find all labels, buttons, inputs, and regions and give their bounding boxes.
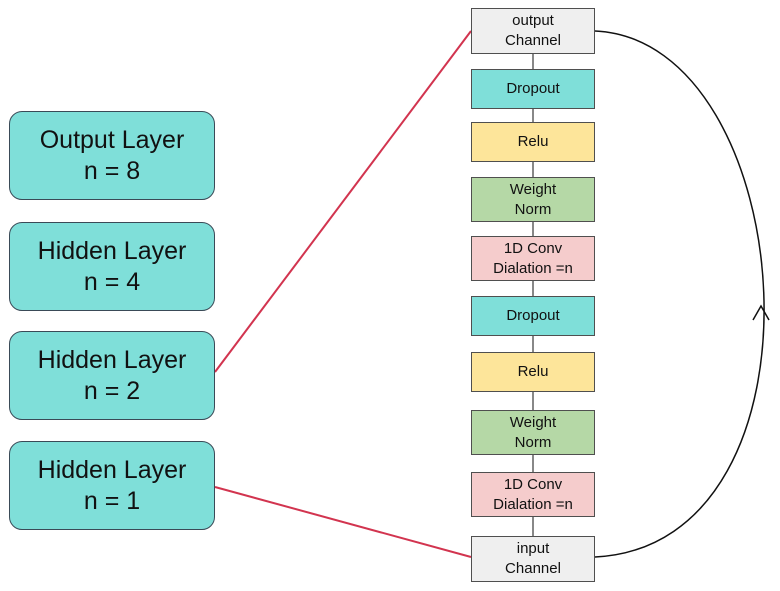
block-input-channel: input Channel — [471, 536, 595, 582]
block-label: Weight — [509, 180, 557, 198]
block-output-channel: output Channel — [471, 8, 595, 54]
layer-size: n = 2 — [83, 376, 141, 405]
block-label: Dropout — [506, 80, 560, 97]
expansion-line-top — [214, 30, 472, 373]
block-label: 1D Conv — [503, 239, 563, 257]
expansion-line-bottom — [214, 486, 472, 558]
block-label: Relu — [517, 133, 549, 150]
layer-box-hidden-1: Hidden Layer n = 1 — [9, 441, 215, 530]
layer-size: n = 4 — [83, 267, 141, 296]
layer-title: Output Layer — [39, 125, 185, 154]
layer-size: n = 8 — [83, 156, 141, 185]
block-label: Dropout — [506, 307, 560, 324]
block-label: output — [512, 12, 554, 29]
block-1d-conv: 1D Conv Dialation =n — [471, 236, 595, 281]
block-relu: Relu — [471, 352, 595, 392]
block-dropout: Dropout — [471, 296, 595, 336]
block-sublabel: Dialation =n — [493, 495, 573, 513]
layer-title: Hidden Layer — [37, 236, 187, 265]
layer-box-hidden-2: Hidden Layer n = 2 — [9, 331, 215, 420]
block-label: 1D Conv — [503, 475, 563, 493]
layer-box-hidden-4: Hidden Layer n = 4 — [9, 222, 215, 311]
layer-box-output: Output Layer n = 8 — [9, 111, 215, 200]
block-label: Weight — [509, 413, 557, 431]
block-sublabel: Norm — [514, 200, 552, 218]
block-sublabel: Channel — [505, 560, 561, 577]
block-sublabel: Norm — [514, 433, 552, 451]
block-sublabel: Dialation =n — [493, 259, 573, 277]
block-label: input — [516, 540, 550, 557]
layer-title: Hidden Layer — [37, 345, 187, 374]
block-weight-norm: Weight Norm — [471, 410, 595, 455]
block-sublabel: Channel — [505, 32, 561, 49]
layer-title: Hidden Layer — [37, 455, 187, 484]
block-weight-norm: Weight Norm — [471, 177, 595, 222]
block-1d-conv: 1D Conv Dialation =n — [471, 472, 595, 517]
block-label: Relu — [517, 363, 549, 380]
residual-arrowhead — [752, 304, 770, 321]
residual-connection — [594, 30, 765, 558]
block-relu: Relu — [471, 122, 595, 162]
block-dropout: Dropout — [471, 69, 595, 109]
layer-size: n = 1 — [83, 486, 141, 515]
